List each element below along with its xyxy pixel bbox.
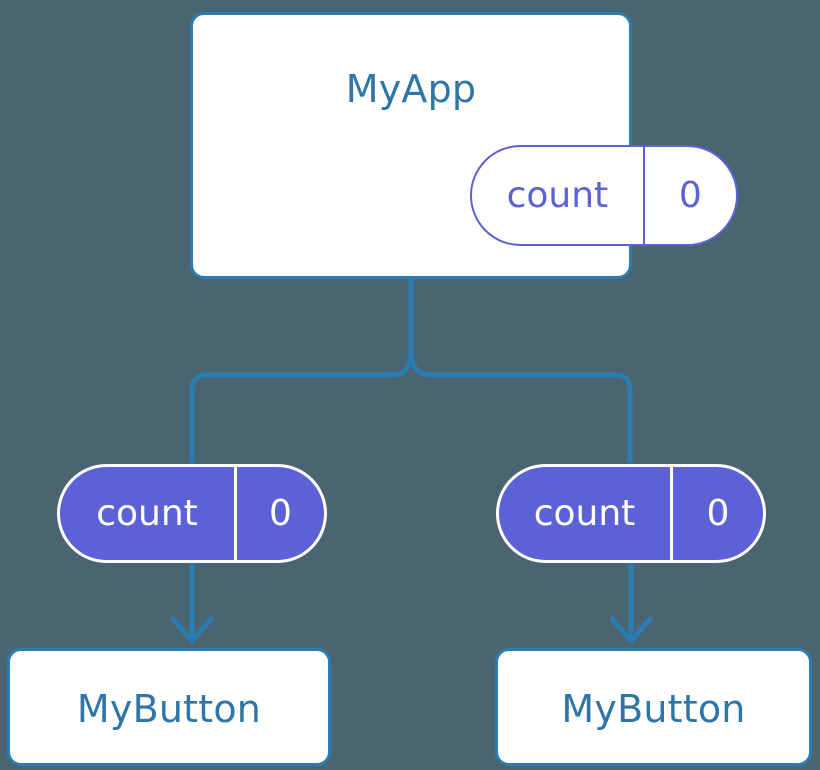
root-component-label: MyApp bbox=[345, 67, 477, 111]
child-right-component-box[interactable]: MyButton bbox=[495, 648, 812, 766]
child-right-props-value: 0 bbox=[706, 493, 730, 534]
child-left-props-pill[interactable]: count 0 bbox=[57, 464, 327, 563]
root-state-value: 0 bbox=[678, 175, 702, 216]
root-state-key: count bbox=[472, 147, 645, 244]
state-flow-branch-left bbox=[189, 344, 414, 463]
child-left-component-box[interactable]: MyButton bbox=[7, 648, 331, 766]
root-component-box[interactable]: MyApp count 0 bbox=[190, 12, 738, 279]
props-arrow-left-head bbox=[170, 616, 214, 644]
state-flow-branch-right bbox=[408, 344, 633, 463]
child-right-props-pill[interactable]: count 0 bbox=[496, 464, 766, 563]
child-right-component-label: MyButton bbox=[561, 687, 746, 731]
root-state-pill[interactable]: count 0 bbox=[470, 145, 738, 246]
child-right-props-key: count bbox=[499, 467, 673, 560]
props-arrow-right-head bbox=[609, 616, 653, 644]
child-left-component-label: MyButton bbox=[76, 687, 262, 731]
child-left-props-key: count bbox=[60, 467, 237, 560]
child-left-props-value: 0 bbox=[269, 493, 292, 534]
